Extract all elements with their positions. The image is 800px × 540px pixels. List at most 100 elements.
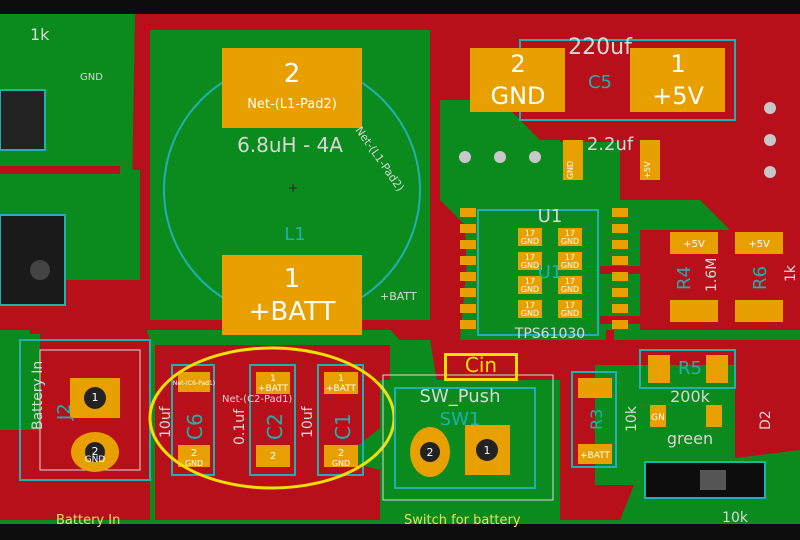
U1-pin17-e: 17 xyxy=(525,277,535,286)
component-left-middle xyxy=(0,214,66,306)
L1-pad2[interactable] xyxy=(222,48,362,128)
U1-part-number: TPS61030 xyxy=(514,326,585,342)
C3-pad2-net: +5V xyxy=(643,161,652,179)
capacitor-C2[interactable]: 1 +BATT 2 C2 0.1uf Net-(C2-Pad1) xyxy=(222,364,296,476)
R6-ref: R6 xyxy=(750,266,771,290)
inductor-L1[interactable]: 2 Net-(L1-Pad2) 1 +BATT 6.8uH - 4A L1 +B… xyxy=(163,48,421,335)
C2-pad1-number: 1 xyxy=(270,374,276,384)
battery-in-caption: Battery In xyxy=(56,513,121,528)
C2-value: 0.1uf xyxy=(232,408,248,445)
C2-pad1-net: +BATT xyxy=(258,384,289,394)
C5-pad1[interactable] xyxy=(630,48,725,112)
U1-center-pads xyxy=(518,228,582,318)
C5-pad2[interactable] xyxy=(470,48,565,112)
r2-value-label: 1k xyxy=(30,25,50,44)
C1-ref: C1 xyxy=(331,413,355,440)
C1-pad2-number: 2 xyxy=(338,448,344,459)
L1-pad1-number: 1 xyxy=(284,264,301,294)
C1-pad2-net: GND xyxy=(332,459,350,468)
board-edge-bottom xyxy=(0,524,800,540)
resistor-R6[interactable]: +5V R6 1k xyxy=(735,232,799,322)
resistor-R3[interactable]: +BATT R3 10k xyxy=(571,371,640,468)
U1-pin17-h: 17 xyxy=(565,301,575,310)
U1-gnd-c: GND xyxy=(521,261,539,270)
J2-pad1-number: 1 xyxy=(92,391,99,404)
capacitor-C1[interactable]: 1 +BATT 2 GND C1 10uf xyxy=(300,364,364,476)
D2-ref: D2 xyxy=(758,410,774,430)
C5-pad1-net: +5V xyxy=(652,82,704,110)
C2-pad2-number: 2 xyxy=(270,451,276,462)
C5-pad2-net: GND xyxy=(490,82,545,110)
r2-net-label: GND xyxy=(80,72,103,83)
capacitor-C5[interactable]: 2 GND 1 +5V 220uf C5 xyxy=(470,35,736,121)
U1-right-pins xyxy=(612,208,628,329)
C6-value: 10uf xyxy=(158,405,174,438)
SW1-pad1-number: 1 xyxy=(484,444,491,457)
J2-pad2-number: 2 xyxy=(92,445,99,458)
L1-pad1-net: +BATT xyxy=(249,297,336,327)
J2-pad2-net: GND xyxy=(85,455,106,465)
R5-ref: R5 xyxy=(678,358,702,379)
U1-pin17-a: 17 xyxy=(525,229,535,238)
C3-pad-net: GND xyxy=(566,161,575,179)
U1-ref-center: U1 xyxy=(538,262,563,283)
cin-highlight-box xyxy=(444,353,518,381)
D1-value: green xyxy=(667,429,713,448)
U1-gnd-d: GND xyxy=(561,261,579,270)
C6-pad2-number: 2 xyxy=(191,448,197,459)
C6-pad1-net: Net-(C6-Pad1) xyxy=(173,380,215,387)
U1-gnd-g: GND xyxy=(521,309,539,318)
U1-gnd-f: GND xyxy=(561,285,579,294)
R3-value: 10k xyxy=(624,405,640,432)
L1-batt-net-label: +BATT xyxy=(380,290,417,303)
cin-annotation: Cin xyxy=(464,353,498,377)
L1-value: 6.8uH - 4A xyxy=(237,133,343,157)
J2-value: Battery In xyxy=(30,361,46,430)
switch-caption: Switch for battery xyxy=(404,513,521,528)
component-left-upper xyxy=(0,89,46,151)
resistor-R5[interactable]: R5 200k xyxy=(639,349,736,406)
capacitor-C6[interactable]: Net-(C6-Pad1) 2 GND C6 10uf xyxy=(158,364,215,476)
U1-gnd-h: GND xyxy=(561,309,579,318)
L1-pad1[interactable] xyxy=(222,255,362,335)
L1-center-mark: + xyxy=(288,181,298,195)
R4-pad-net: +5V xyxy=(683,239,705,250)
U1-pin17-d: 17 xyxy=(565,253,575,262)
C3-value: 2.2uf xyxy=(587,134,634,155)
SW1-pad2-number: 2 xyxy=(427,446,434,459)
U1-pin17-c: 17 xyxy=(525,253,535,262)
U1-gnd-b: GND xyxy=(561,237,579,246)
C5-ref: C5 xyxy=(588,72,612,93)
mount-hole-left xyxy=(30,260,50,280)
U1-pin17-g: 17 xyxy=(525,301,535,310)
R3-ref: R3 xyxy=(587,409,606,430)
resistor-R4[interactable]: +5V R4 1.6M xyxy=(670,232,720,322)
switch-SW1[interactable]: 2 1 SW_Push SW1 xyxy=(382,374,554,501)
U1-left-pins xyxy=(460,208,476,329)
R4-value: 1.6M xyxy=(704,258,720,292)
R6-value: 1k xyxy=(783,264,799,282)
ic-U1[interactable]: 17 GND 17 GND 17 GND 17 GND 17 GND 17 GN… xyxy=(460,206,628,342)
R6-pad-net: +5V xyxy=(748,239,770,250)
C2-net-label: Net-(C2-Pad1) xyxy=(222,394,292,405)
R3-pad-net: +BATT xyxy=(580,451,611,461)
SW1-value: SW_Push xyxy=(420,386,501,407)
C1-value: 10uf xyxy=(300,405,316,438)
L1-pad2-net: Net-(L1-Pad2) xyxy=(247,97,337,112)
vias xyxy=(459,102,776,178)
D1-pad-net: GN xyxy=(651,413,665,423)
C6-pad2-net: GND xyxy=(185,459,203,468)
C1-pad1-net: +BATT xyxy=(326,384,357,394)
SW1-ref: SW1 xyxy=(440,409,481,430)
connector-J2[interactable]: 1 2 GND Battery In J2 xyxy=(19,339,151,481)
C5-value: 220uf xyxy=(568,35,633,60)
capacitor-C3[interactable]: 2.2uf GND +5V xyxy=(563,134,660,180)
L1-pad2-number: 2 xyxy=(284,59,301,89)
U1-pin17-f: 17 xyxy=(565,277,575,286)
C2-ref: C2 xyxy=(263,413,287,440)
led-D1[interactable]: GN green xyxy=(650,405,722,448)
U1-pin17-b: 17 xyxy=(565,229,575,238)
U1-ref-top: U1 xyxy=(538,206,563,227)
board-edge-top xyxy=(0,0,800,14)
R5-value: 200k xyxy=(670,387,711,406)
